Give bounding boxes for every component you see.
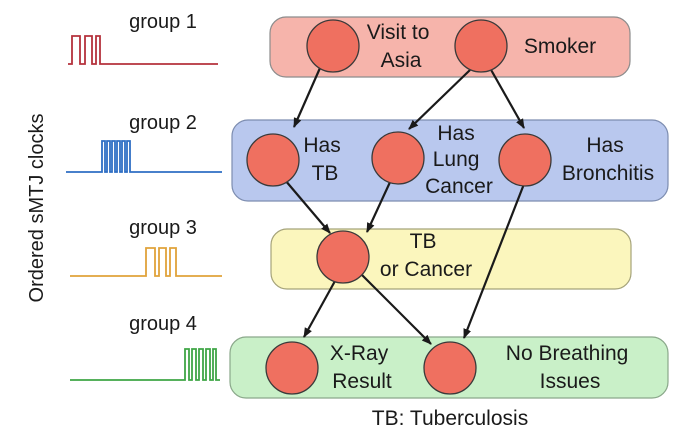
node-has-lung-cancer	[371, 131, 425, 185]
edge-tbcancer-to-breathing	[361, 274, 432, 345]
label-has-bronchitis: Has Bronchitis	[562, 134, 654, 185]
label-has-lung-cancer: Has Lung Cancer	[425, 122, 493, 198]
node-smoker	[454, 19, 508, 73]
node-visit-to-asia	[306, 19, 360, 73]
edge-asia-to-tb	[292, 67, 322, 128]
group-1-label: group 1	[129, 11, 197, 33]
group-2-label: group 2	[129, 112, 197, 134]
group-3-label: group 3	[129, 217, 197, 239]
label-has-tb: Has TB	[303, 134, 346, 185]
edge-bronchitis-to-breathing	[462, 183, 526, 339]
side-label: Ordered sMTJ clocks	[26, 114, 48, 303]
label-smoker: Smoker	[524, 35, 596, 58]
edge-smoker-to-lung	[408, 69, 471, 130]
edge-tb-to-tbcancer	[284, 179, 331, 234]
label-no-breathing-issues: No Breathing Issues	[506, 342, 634, 393]
edge-lung-to-tbcancer	[366, 179, 392, 233]
node-has-bronchitis	[498, 133, 552, 187]
edge-smoker-to-bronchitis	[489, 67, 525, 129]
label-visit-to-asia: Visit to Asia	[367, 21, 436, 72]
group-3-clock-waveform	[70, 247, 222, 277]
nodes	[246, 19, 552, 395]
node-xray-result	[265, 341, 319, 395]
label-xray-result: X-Ray Result	[330, 342, 394, 393]
group-2-clock-waveform	[66, 140, 222, 173]
node-no-breathing-issues	[423, 341, 477, 395]
node-has-tb	[246, 133, 300, 187]
group-2-band	[231, 119, 669, 202]
group-1-clock-waveform	[68, 35, 218, 65]
group-4-label: group 4	[129, 313, 197, 335]
group-4-clock-waveform	[70, 348, 220, 381]
edge-tbcancer-to-xray	[303, 280, 336, 338]
label-tb-or-cancer: TB or Cancer	[380, 230, 472, 281]
node-tb-or-cancer	[316, 230, 370, 284]
group-1-band	[269, 16, 631, 78]
edges	[284, 67, 526, 345]
footnote: TB: Tuberculosis	[372, 407, 528, 430]
